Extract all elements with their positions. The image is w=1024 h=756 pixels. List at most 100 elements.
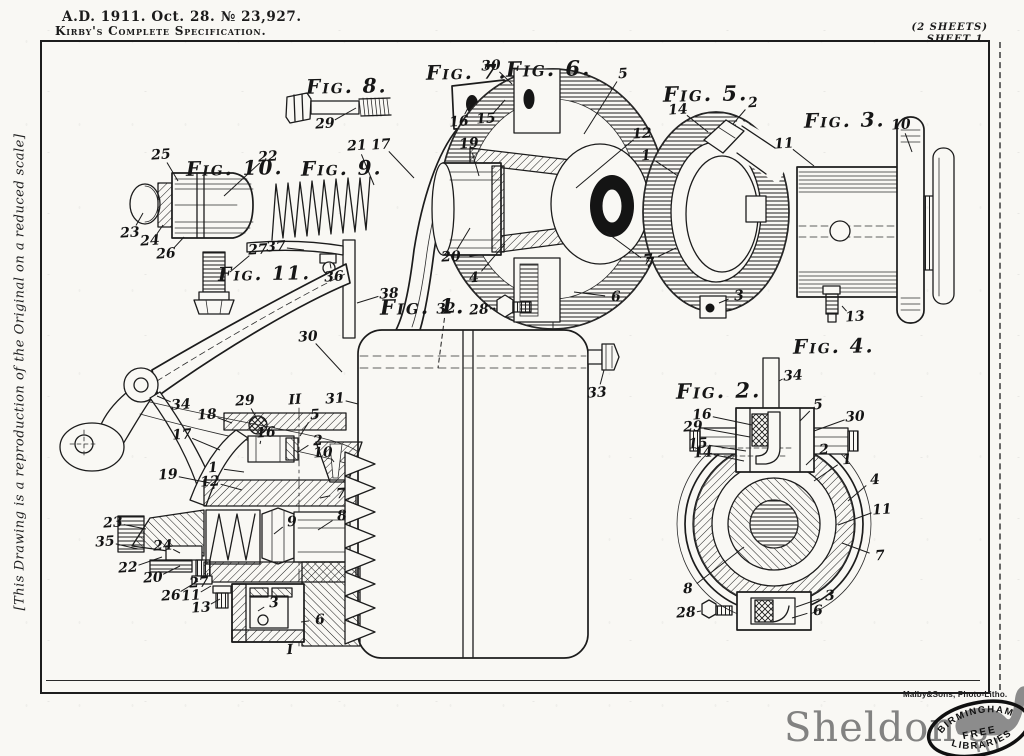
leader-line-fig1-8: [317, 520, 333, 531]
part-label-fig1-37: 37: [265, 238, 287, 256]
part-label-fig1-7: 7: [335, 485, 347, 503]
figure-caption-fig11: Fig. 11.: [217, 262, 312, 286]
part-label-fig10-26: 26: [155, 245, 177, 263]
part-label-fig9-21: 21: [346, 137, 368, 155]
part-label-fig1-34: 34: [170, 396, 192, 414]
leader-line-fig10-25: [166, 162, 179, 182]
part-label-fig1-22: 22: [117, 559, 139, 577]
part-label-fig1-I: I: [286, 641, 294, 659]
leader-line-fig1-22: [138, 556, 163, 566]
part-label-fig1-31: 31: [324, 390, 346, 408]
leader-line-fig1-27: [205, 572, 209, 577]
leader-line-fig5-2: [732, 109, 746, 125]
leader-line-fig6-12: [575, 139, 634, 189]
fig8-drawing: [285, 92, 392, 124]
leader-line-fig1-35: [115, 543, 139, 550]
leader-line-fig1-1: [223, 468, 245, 473]
part-label-fig1-13: 13: [190, 599, 212, 617]
part-label-fig6-28: 28: [468, 301, 490, 319]
part-label-fig10-22: 22: [257, 148, 279, 166]
leader-line-fig8-29: [334, 107, 357, 121]
part-label-fig1-36: 36: [323, 268, 345, 286]
part-label-fig5-14: 14: [667, 101, 689, 119]
part-label-fig2-1: 1: [841, 451, 853, 469]
header-date-number: A.D. 1911. Oct. 28. № 23,927.: [62, 9, 302, 25]
part-label-fig1-II: II: [287, 391, 303, 409]
leader-line-fig2-6: [791, 612, 808, 619]
leader-line-fig6-20: [456, 227, 471, 250]
leader-line-fig10-24: [156, 224, 164, 235]
leader-line-fig1-6: [300, 620, 310, 623]
fig6-drawing: [431, 68, 667, 330]
part-label-fig7-17: 17: [370, 136, 392, 154]
part-label-fig2-11: 11: [871, 501, 893, 519]
part-label-fig5-1: 1: [640, 147, 652, 165]
leader-line-fig2-8: [696, 546, 745, 584]
leader-line-fig5-7: [657, 247, 677, 257]
fig9-drawing: [271, 176, 371, 241]
leader-line-fig1-29: [250, 408, 258, 420]
leader-line-fig9-21: [360, 154, 375, 186]
leader-line-fig1-34: [156, 395, 171, 403]
figure-caption-fig9: Fig. 9.: [300, 155, 383, 181]
part-label-fig1-32: 32: [435, 300, 457, 318]
leader-line-fig1-3: [257, 606, 265, 612]
part-label-fig2-6: 6: [812, 602, 824, 620]
figure-caption-fig8: Fig. 8.: [305, 73, 388, 99]
leader-line-fig2-15: [708, 444, 747, 452]
leader-line-fig5-14: [686, 114, 709, 133]
figure-caption-fig4: Fig. 4.: [792, 333, 875, 359]
leader-line-fig1-10: [331, 458, 335, 463]
leader-line-fig3-11: [792, 148, 815, 167]
part-label-fig7-16: 16: [448, 113, 470, 131]
leader-line-fig1-16: [259, 440, 262, 445]
leader-line-fig1-36: [329, 262, 332, 269]
leader-line-fig1-18: [217, 417, 233, 424]
part-label-fig2-28: 28: [675, 604, 697, 622]
leader-line-fig7-30: [499, 71, 513, 85]
watermark-text: Sheldon's Emu: [784, 705, 990, 756]
leader-line-fig2-5: [799, 410, 811, 422]
leader-line-fig1-31: [345, 400, 359, 405]
leader-line-fig1-17: [192, 437, 221, 451]
leader-line-fig2-14: [713, 454, 745, 462]
part-label-fig8-29: 29: [314, 115, 336, 133]
leader-line-fig1-7: [319, 495, 331, 499]
part-label-fig1-6: 6: [314, 611, 326, 629]
figure-caption-fig6: Fig. 6.: [505, 55, 592, 82]
part-label-fig1-30: 30: [297, 328, 319, 346]
part-label-fig6-5: 5: [617, 65, 629, 83]
leader-line-fig1-13: [210, 598, 221, 605]
part-label-fig1-16: 16: [255, 424, 277, 442]
part-label-fig2-30: 30: [844, 408, 866, 426]
part-label-fig2-8: 8: [682, 580, 694, 598]
leader-line-fig2-7: [841, 542, 870, 554]
leader-line-fig10-26: [173, 236, 185, 249]
frame-inner-line: [46, 680, 980, 681]
part-label-fig5-3: 3: [733, 287, 745, 305]
part-label-fig1-35: 35: [94, 533, 116, 551]
leader-line-fig2-34: [778, 378, 783, 382]
leader-line-fig3-10: [904, 133, 913, 153]
part-label-fig1-9: 9: [286, 513, 298, 531]
leader-line-fig1-26: [180, 580, 199, 593]
part-label-fig10-25: 25: [150, 146, 172, 164]
part-label-fig1-23: 23: [102, 514, 124, 532]
leader-line-fig6-28: [489, 307, 496, 310]
part-label-fig7-15: 15: [475, 110, 497, 128]
fig1-drawing: [59, 239, 620, 659]
part-label-fig5-2: 2: [747, 94, 759, 112]
part-label-fig2-4: 4: [869, 471, 881, 489]
part-label-fig3-11: 11: [773, 135, 795, 153]
leader-line-fig1-2: [297, 444, 309, 453]
part-label-fig1-29: 29: [234, 392, 256, 410]
leader-line-fig1-23: [123, 524, 147, 530]
part-label-fig1-18: 18: [196, 406, 218, 424]
part-label-fig2-14: 14: [692, 444, 714, 462]
leader-line-fig1-33: [599, 369, 605, 385]
leader-line-fig1-5: [299, 422, 310, 437]
fig4-drawing: [822, 285, 841, 323]
part-label-fig6-6: 6: [610, 288, 622, 306]
leader-line-fig1-24: [172, 548, 181, 554]
